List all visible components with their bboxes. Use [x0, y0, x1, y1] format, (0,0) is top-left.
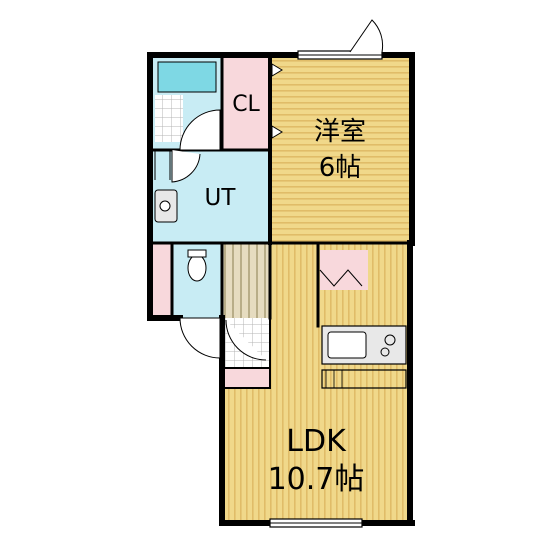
western-room-size: 6帖 [319, 153, 362, 183]
closet-label: CL [232, 92, 260, 117]
closet-door-arrow-icon [271, 63, 283, 139]
bathtub [157, 61, 217, 93]
bathroom-tile [155, 95, 183, 142]
storage-left-floor [153, 243, 172, 318]
counter-skirt-stripes [325, 370, 343, 388]
closet-floor [222, 55, 270, 150]
utility-label: UT [205, 185, 237, 211]
sliding-door [154, 150, 171, 180]
door-swing [349, 19, 384, 53]
washbasin-bowl [159, 200, 171, 212]
ldk-name: LDK [286, 424, 347, 459]
counter-skirt [321, 369, 407, 389]
western-room-name: 洋室 [314, 117, 366, 147]
toilet-bowl [187, 254, 207, 282]
shoe-cabinet [222, 368, 270, 388]
stove-burner-icon [384, 334, 396, 346]
door-swings [171, 109, 363, 361]
western-room-floor [270, 55, 410, 243]
toilet-tank [187, 249, 207, 258]
hall-step-floor [222, 243, 270, 318]
kitchen-sink [327, 331, 367, 359]
ldk-size: 10.7帖 [268, 462, 365, 497]
walls [147, 52, 415, 526]
windows [269, 50, 383, 528]
stove-burner-icon [380, 347, 390, 357]
